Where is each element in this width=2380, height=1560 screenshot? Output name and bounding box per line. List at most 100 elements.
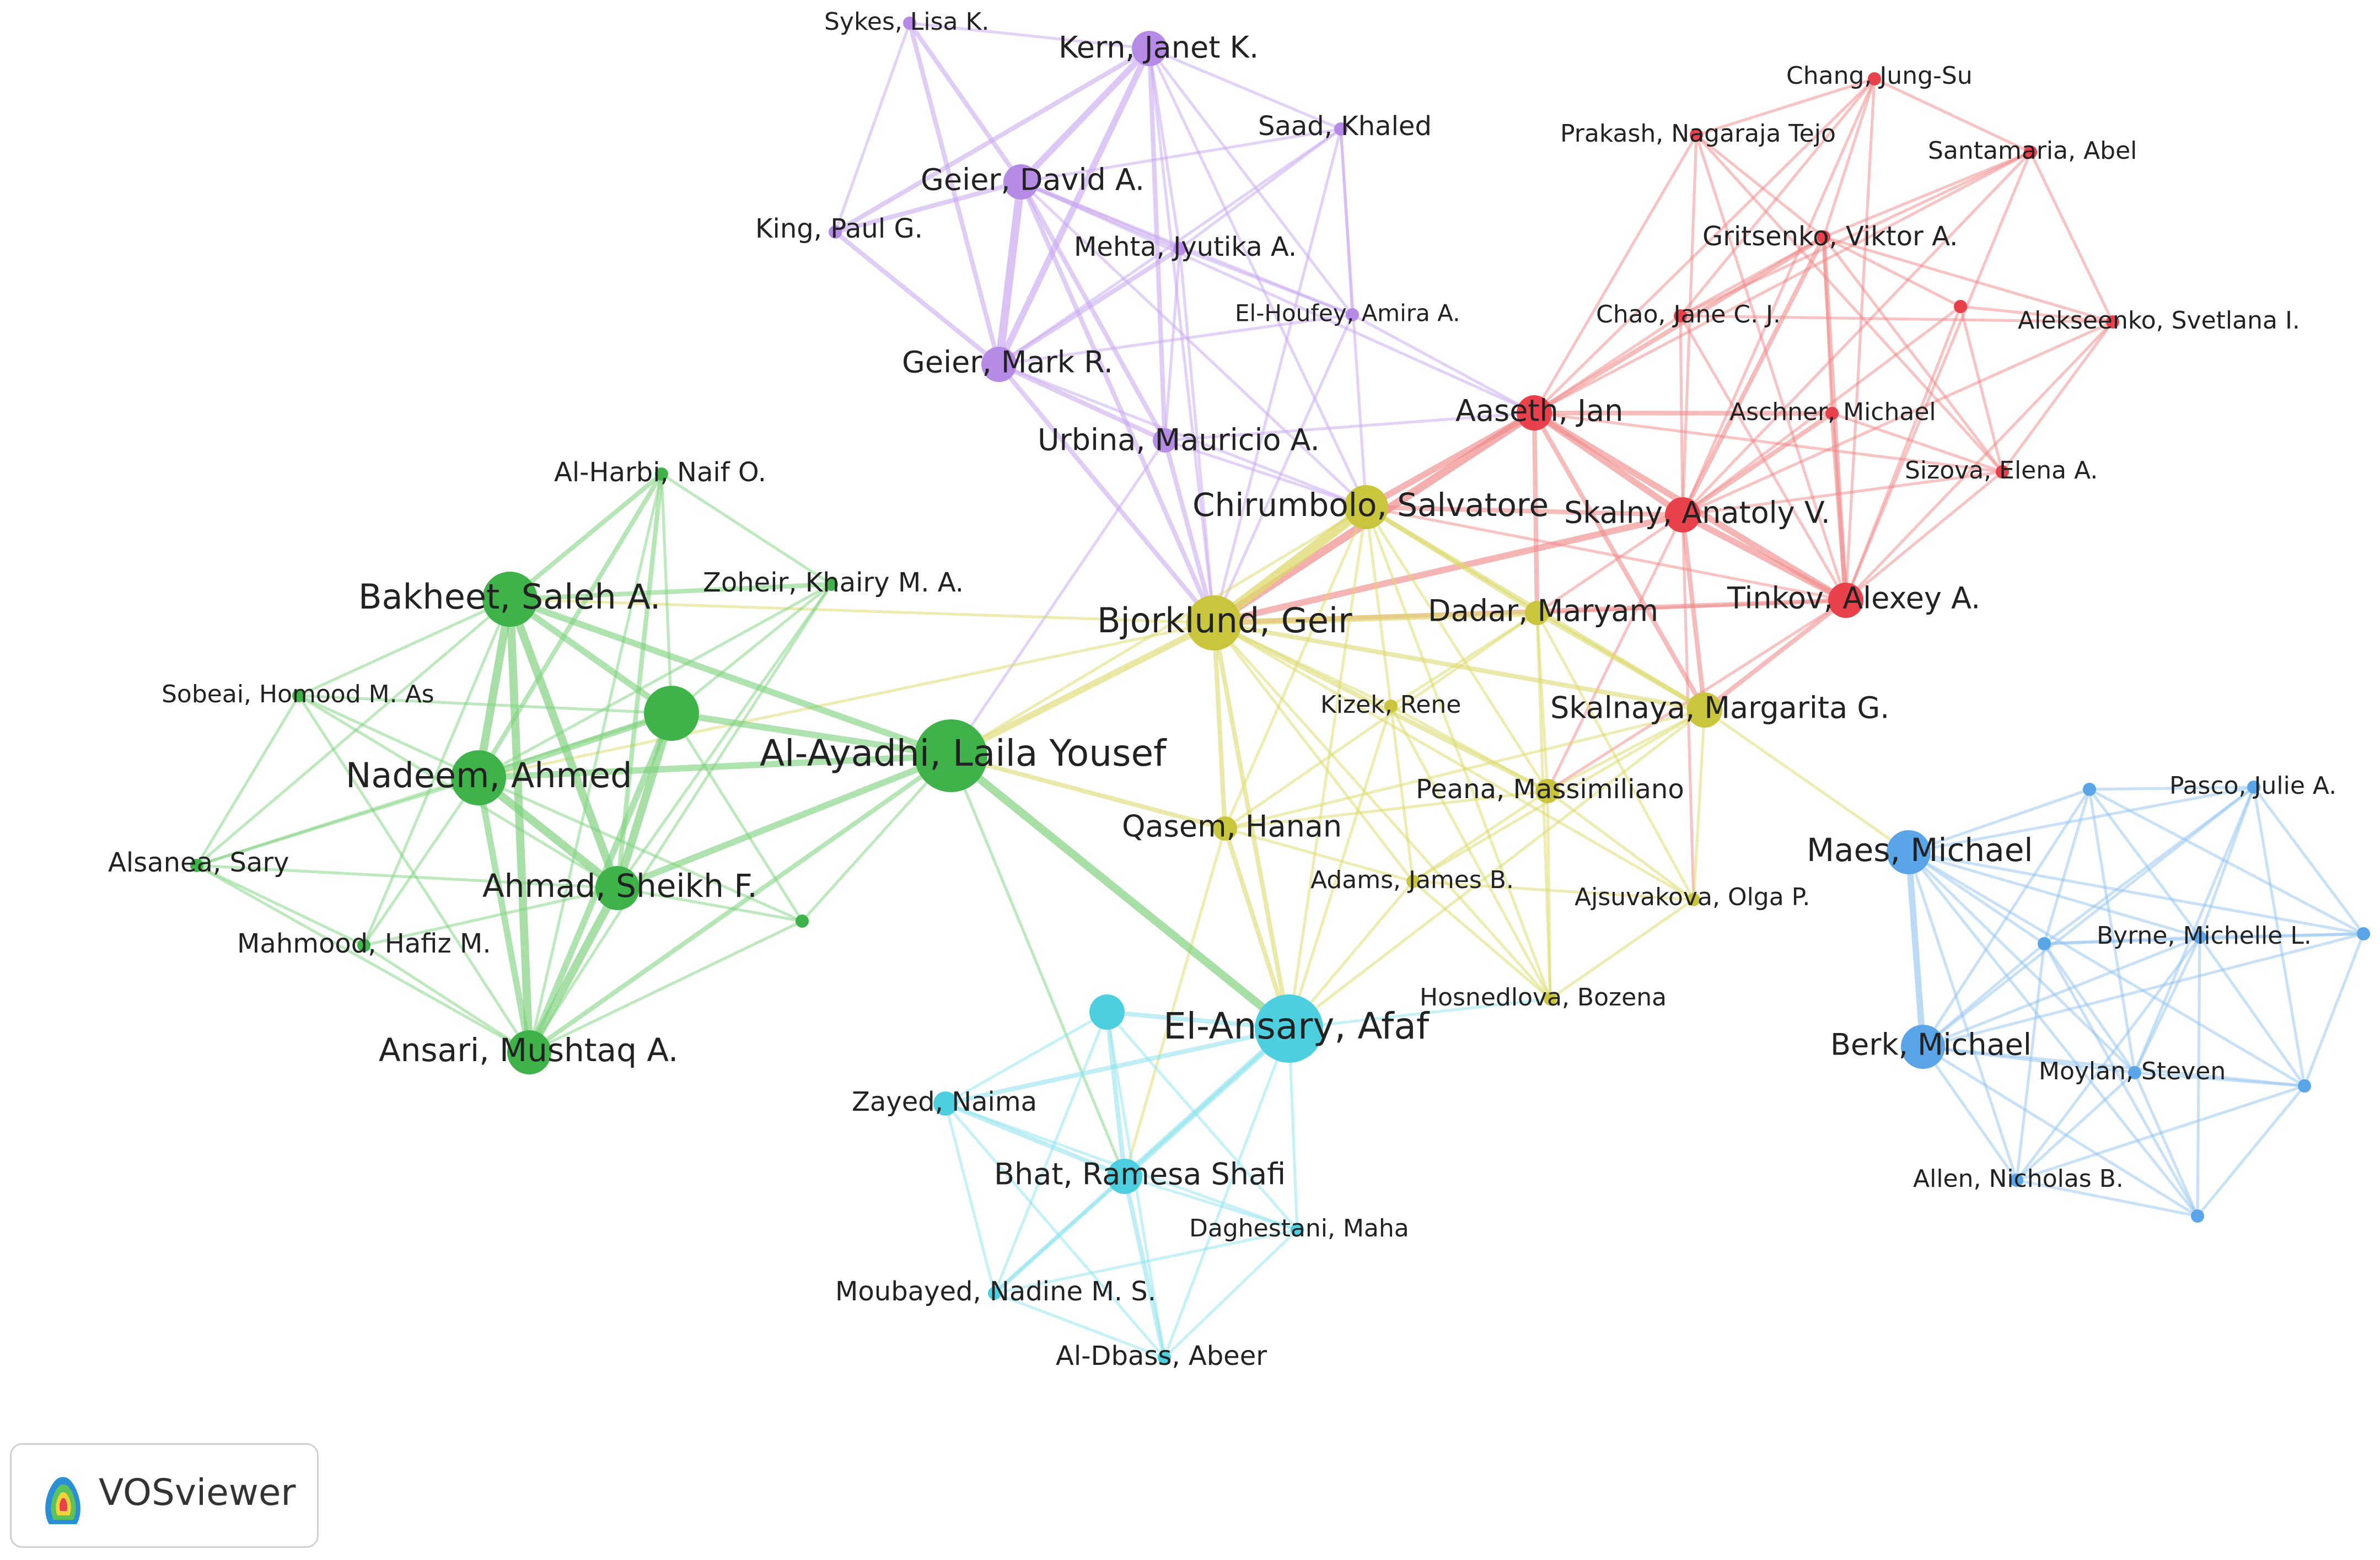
node-saad[interactable] xyxy=(1334,122,1347,136)
node-bhat[interactable] xyxy=(1107,1159,1142,1194)
node-label-prakash: Prakash, Nagaraja Tejo xyxy=(1560,120,1836,148)
node-chao[interactable] xyxy=(1674,309,1687,322)
node-aschner[interactable] xyxy=(1825,407,1839,420)
node-tinkov[interactable] xyxy=(1828,583,1863,618)
edge-alharbi-ansari xyxy=(528,472,663,1054)
node-ajsuvakova[interactable] xyxy=(1687,893,1700,906)
node-aaseth[interactable] xyxy=(1517,395,1552,431)
edge-skalny-dadar xyxy=(1535,513,1684,615)
node-label-santamaria: Santamaria, Abel xyxy=(1928,137,2137,165)
edge-aschner-tinkov xyxy=(1829,411,1849,603)
node-label-kern: Kern, Janet K. xyxy=(1059,30,1259,65)
node-label-ahmad: Ahmad, Sheikh F. xyxy=(482,867,757,905)
edge-aaseth-skalnaya xyxy=(1532,410,1707,713)
node-bakheet[interactable] xyxy=(482,572,538,627)
node-sizova[interactable] xyxy=(1996,465,2009,478)
node-label-skalny: Skalny, Anatoly V. xyxy=(1564,496,1830,530)
node-peana[interactable] xyxy=(1535,779,1560,803)
node-pasco[interactable] xyxy=(2247,781,2260,794)
node-aldbass[interactable] xyxy=(1158,1351,1171,1364)
node-chang[interactable] xyxy=(1868,72,1881,85)
node-alharbi[interactable] xyxy=(655,467,668,481)
edge-nadeem-alsanea xyxy=(195,776,480,867)
node-skalny[interactable] xyxy=(1665,497,1700,532)
node-qasem[interactable] xyxy=(1213,816,1237,841)
node-ansari[interactable] xyxy=(507,1030,551,1074)
node-blue_b[interactable] xyxy=(2038,937,2051,950)
node-mahmood[interactable] xyxy=(357,939,370,952)
node-zoheir[interactable] xyxy=(825,578,838,591)
edge-moylan-blue_a xyxy=(2088,788,2136,1074)
edge-bakheet-ansari xyxy=(506,595,534,1057)
edge-allen-blue_e xyxy=(2015,1179,2199,1218)
edge-skalnaya-adams xyxy=(1411,708,1706,883)
node-hosnedlova[interactable] xyxy=(1544,992,1557,1005)
node-daghestani[interactable] xyxy=(1291,1223,1304,1236)
node-unlabeled_green_big[interactable] xyxy=(644,686,699,741)
node-blue_d[interactable] xyxy=(2298,1079,2311,1093)
node-blue_c[interactable] xyxy=(2357,927,2370,940)
node-geier_d[interactable] xyxy=(1003,164,1039,200)
node-nadeem[interactable] xyxy=(451,750,506,805)
node-kizek[interactable] xyxy=(1384,700,1398,713)
node-alsanea[interactable] xyxy=(190,859,203,872)
node-elhoufey[interactable] xyxy=(1346,308,1359,321)
node-blue_e[interactable] xyxy=(2191,1209,2204,1223)
edge-byrne-blue_d xyxy=(2198,935,2306,1088)
edge-sizova-skalny xyxy=(1681,470,2004,517)
node-geier_m[interactable] xyxy=(981,347,1017,382)
edge-bjorklund-dadar xyxy=(1211,610,1540,626)
node-unlabeled_red[interactable] xyxy=(1954,300,1967,313)
node-moylan[interactable] xyxy=(2128,1066,2141,1079)
edge-allen-blue_d xyxy=(2015,1084,2306,1182)
node-prakash[interactable] xyxy=(1690,128,1703,142)
node-label-byrne: Byrne, Michelle L. xyxy=(2097,922,2312,950)
node-ahmad[interactable] xyxy=(595,866,640,910)
edge-peana-ajsuvakova xyxy=(1546,789,1695,901)
node-alekseenko[interactable] xyxy=(2106,315,2119,329)
node-mehta[interactable] xyxy=(1173,242,1186,255)
node-maes[interactable] xyxy=(1887,830,1931,874)
node-unlabeled_cyan[interactable] xyxy=(1089,994,1125,1030)
node-elansary[interactable] xyxy=(1255,994,1323,1063)
nodes-layer xyxy=(190,17,2370,1364)
node-chirumbolo[interactable] xyxy=(1344,485,1388,529)
edge-bakheet-ahmad xyxy=(506,595,622,892)
node-moubayed[interactable] xyxy=(988,1287,1001,1300)
edge-peana-qasem xyxy=(1223,789,1549,830)
edge-maes-berk xyxy=(1905,849,1926,1050)
node-unlabeled_green_small[interactable] xyxy=(796,915,809,928)
node-adams[interactable] xyxy=(1406,875,1420,888)
edge-alekseenko-sizova xyxy=(2001,320,2114,474)
edge-king-geier_m xyxy=(832,229,1002,367)
edge-chang-tinkov xyxy=(1844,77,1876,602)
edge-bjorklund-ajsuvakova xyxy=(1212,621,1695,901)
node-kern[interactable] xyxy=(1132,31,1167,66)
node-king[interactable] xyxy=(829,225,842,239)
node-bjorklund[interactable] xyxy=(1186,595,1242,650)
node-zayed[interactable] xyxy=(933,1091,958,1116)
edge-geier_m-chirumbolo xyxy=(997,363,1368,509)
edge-sobeai-nadeem xyxy=(297,694,480,779)
edge-chao-aaseth xyxy=(1533,314,1682,415)
node-urbina[interactable] xyxy=(1153,428,1177,453)
edge-moylan-blue_b xyxy=(2043,942,2136,1074)
node-berk[interactable] xyxy=(1901,1025,1945,1069)
edge-chirumbolo-qasem xyxy=(1223,505,1368,830)
edge-elansary-zayed xyxy=(943,1026,1292,1106)
node-skalnaya[interactable] xyxy=(1687,692,1722,728)
edge-bakheet-sobeai xyxy=(297,598,512,697)
node-santamaria[interactable] xyxy=(2024,146,2037,159)
node-dadar[interactable] xyxy=(1525,601,1549,625)
node-sykes[interactable] xyxy=(903,17,916,30)
node-label-king: King, Paul G. xyxy=(755,213,923,244)
node-gritsenko[interactable] xyxy=(1817,230,1830,244)
node-blue_a[interactable] xyxy=(2083,783,2096,796)
node-allen[interactable] xyxy=(2010,1174,2023,1187)
node-byrne[interactable] xyxy=(2193,930,2206,944)
node-sobeai[interactable] xyxy=(292,689,305,702)
edge-alsanea-ansari xyxy=(195,864,531,1054)
edge-zoheir-nadeem xyxy=(477,583,833,779)
edge-berk-blue_c xyxy=(1921,932,2365,1048)
node-alayadhi[interactable] xyxy=(915,719,987,792)
